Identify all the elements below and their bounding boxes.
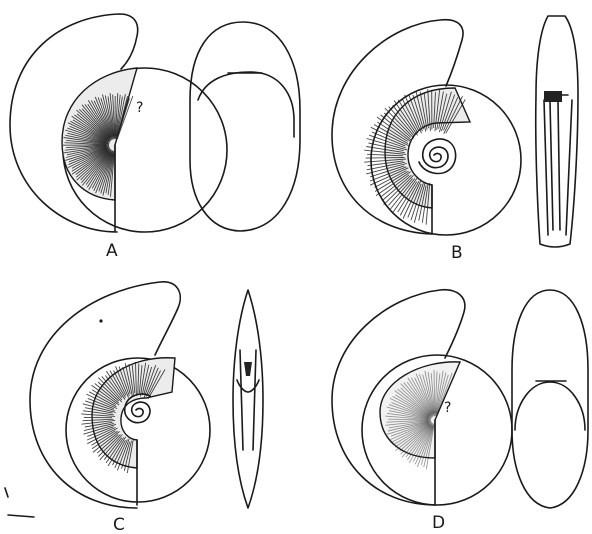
shell-front-view-a — [190, 22, 300, 231]
umbilical-coil-b — [419, 139, 456, 173]
shell-front-view-c — [233, 290, 263, 508]
septal-surface-b — [364, 88, 470, 225]
figure-label-b: B — [451, 243, 463, 263]
figure-label-c: C — [113, 515, 125, 534]
shell-front-view-b — [536, 16, 578, 247]
figure-d: ? D — [332, 290, 588, 533]
shell-lateral-view-c — [30, 282, 210, 508]
shell-lateral-view-a: ? — [10, 14, 227, 232]
septal-surface-a — [62, 68, 137, 200]
annotation-a: ? — [136, 100, 143, 116]
shell-front-view-d — [512, 290, 588, 508]
annotation-d: ? — [444, 400, 451, 416]
figure-label-d: D — [432, 513, 445, 533]
shell-lateral-view-b — [332, 20, 521, 235]
scratch-mark — [5, 488, 34, 517]
shell-lateral-view-d: ? — [332, 290, 512, 505]
siphuncle-c — [244, 362, 252, 376]
figure-label-a: A — [106, 241, 118, 261]
dot-mark-c — [99, 319, 102, 322]
figure-b: B — [332, 16, 578, 263]
figure-c: C — [5, 282, 263, 534]
siphuncle-b — [544, 91, 562, 102]
septal-surface-c — [81, 358, 175, 473]
figure-a: ? A — [10, 14, 300, 261]
